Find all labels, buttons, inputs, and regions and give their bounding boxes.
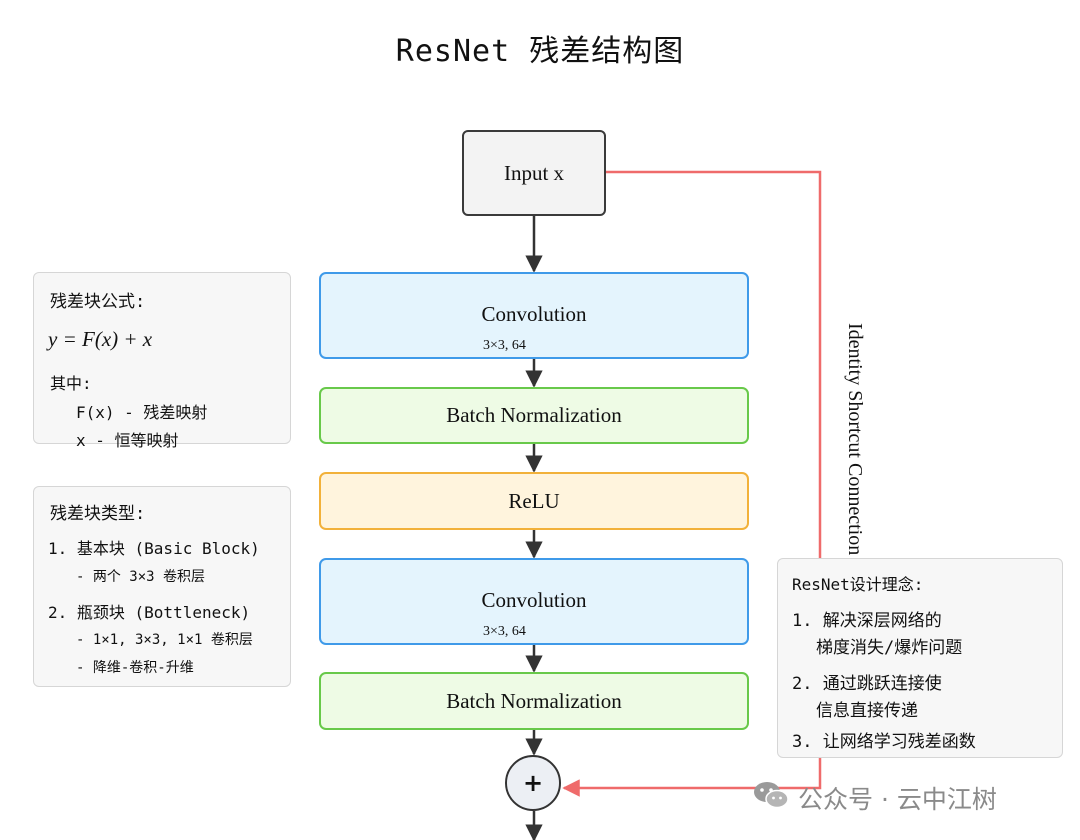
- formula-panel-heading: 残差块公式:: [50, 292, 146, 312]
- design-item-3-line-1: 3. 让网络学习残差函数: [792, 732, 976, 752]
- design-panel-heading: ResNet设计理念:: [792, 575, 924, 594]
- design-item-2-line-2: 信息直接传递: [816, 701, 918, 721]
- formula-line-1: F(x) - 残差映射: [76, 403, 208, 422]
- relu-block: ReLU: [319, 472, 749, 530]
- batchnorm-block-1: Batch Normalization: [319, 387, 749, 444]
- conv-block-2-params: 3×3, 64: [483, 624, 526, 639]
- block-type-2-detail-2: - 降维-卷积-升维: [76, 660, 194, 676]
- block-type-1-detail-1: - 两个 3×3 卷积层: [76, 569, 206, 585]
- input-label: Input x: [503, 160, 565, 185]
- shortcut-line: [562, 170, 822, 797]
- conv-block-1-label: Convolution: [481, 302, 587, 326]
- design-item-1-line-1: 1. 解决深层网络的: [792, 611, 942, 631]
- watermark-text: 公众号 · 云中江树: [798, 785, 997, 814]
- conv-block-2: Convolution 3×3, 64: [319, 558, 749, 645]
- design-panel: ResNet设计理念: 1. 解决深层网络的 梯度消失/爆炸问题 2. 通过跳跃…: [777, 558, 1063, 758]
- residual-formula: y = F(x) + x: [48, 327, 153, 351]
- wechat-icon: [752, 780, 790, 816]
- block-type-2-detail-1: - 1×1, 3×3, 1×1 卷积层: [76, 632, 253, 648]
- batchnorm-block-2-label: Batch Normalization: [446, 688, 622, 713]
- batchnorm-block-2: Batch Normalization: [319, 672, 749, 730]
- input-node: Input x: [462, 130, 606, 216]
- design-item-2-line-1: 2. 通过跳跃连接使: [792, 674, 942, 694]
- block-type-2-title: 2. 瓶颈块 (Bottleneck): [48, 603, 251, 622]
- relu-block-label: ReLU: [508, 488, 560, 513]
- plus-symbol: +: [522, 769, 544, 797]
- formula-panel: 残差块公式: y = F(x) + x 其中: F(x) - 残差映射 x - …: [33, 272, 291, 450]
- watermark: 公众号 · 云中江树: [752, 780, 997, 816]
- formula-line-2: x - 恒等映射: [76, 431, 179, 450]
- formula-where: 其中:: [50, 374, 92, 393]
- conv-block-1: Convolution 3×3, 64: [319, 272, 749, 359]
- design-item-1-line-2: 梯度消失/爆炸问题: [816, 638, 963, 658]
- shortcut-label: Identity Shortcut Connection: [844, 323, 866, 555]
- addition-node: +: [505, 755, 561, 811]
- diagram-title: ResNet 残差结构图: [395, 34, 685, 69]
- conv-block-2-label: Convolution: [481, 588, 587, 612]
- batchnorm-block-1-label: Batch Normalization: [446, 403, 622, 427]
- block-type-1-title: 1. 基本块 (Basic Block): [48, 539, 260, 558]
- block-types-heading: 残差块类型:: [50, 504, 146, 524]
- block-types-panel: 残差块类型: 1. 基本块 (Basic Block) - 两个 3×3 卷积层…: [33, 486, 291, 687]
- conv-block-1-params: 3×3, 64: [483, 338, 526, 353]
